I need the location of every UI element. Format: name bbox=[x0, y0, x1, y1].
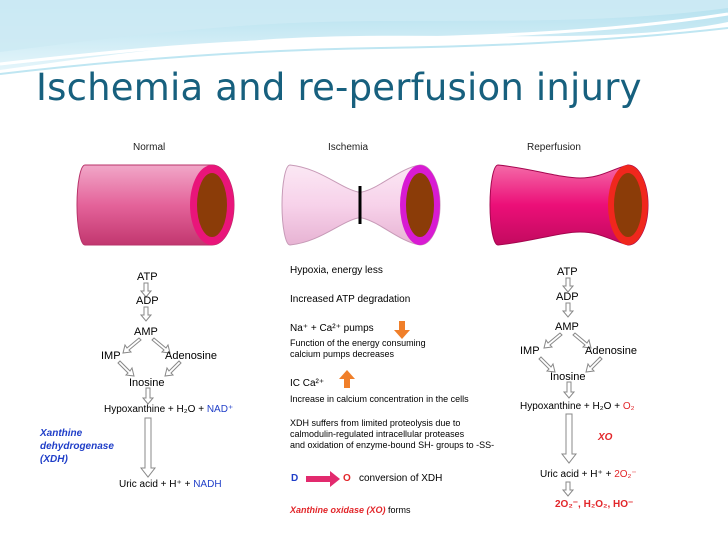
xo-enzyme-label: XO bbox=[598, 432, 613, 443]
left-uric: Uric acid + H⁺ + NADH bbox=[119, 480, 222, 490]
xdh-line2: dehydrogenase bbox=[40, 441, 114, 452]
left-inosine: Inosine bbox=[129, 377, 165, 389]
conversion-text: conversion of XDH bbox=[359, 473, 443, 484]
conversion-arrow-icon bbox=[306, 471, 340, 487]
xdh-desc-2: calmodulin-regulated intracellular prote… bbox=[290, 429, 465, 439]
o2-label: O₂ bbox=[622, 401, 635, 412]
ic-ca-note: IC Ca²⁺ bbox=[290, 378, 325, 389]
ischemia-header: Ischemia bbox=[328, 142, 369, 153]
pumps-desc-2: calcium pumps decreases bbox=[290, 349, 395, 359]
ic-ca-desc: Increase in calcium concentration in the… bbox=[290, 394, 469, 404]
right-hypoxanthine-eq: Hypoxanthine + H₂O + bbox=[520, 401, 623, 412]
left-imp: IMP bbox=[101, 350, 121, 362]
right-uric: Uric acid + H⁺ + 2O₂⁻ bbox=[540, 470, 637, 480]
left-adp: ADP bbox=[136, 295, 159, 307]
left-amp: AMP bbox=[134, 326, 158, 338]
left-uric-eq: Uric acid + H⁺ + bbox=[119, 479, 194, 490]
normal-vessel bbox=[76, 164, 235, 246]
xdh-desc-3: and oxidation of enzyme-bound SH- groups… bbox=[290, 440, 495, 450]
superoxide-label: 2O₂⁻ bbox=[614, 469, 637, 480]
reperfusion-header: Reperfusion bbox=[527, 142, 581, 153]
xo-forms-note: Xanthine oxidase (XO) forms bbox=[290, 506, 411, 515]
right-atp: ATP bbox=[557, 266, 578, 278]
left-adenosine: Adenosine bbox=[165, 350, 217, 362]
slide-title: Ischemia and re-perfusion injury bbox=[36, 66, 642, 109]
right-uric-eq: Uric acid + H⁺ + bbox=[540, 469, 615, 480]
left-hypoxanthine: Hypoxanthine + H₂O + NAD⁺ bbox=[104, 405, 233, 415]
right-amp: AMP bbox=[555, 321, 579, 333]
pumps-note: Na⁺ + Ca²⁺ pumps bbox=[290, 323, 374, 334]
right-adenosine: Adenosine bbox=[585, 345, 637, 357]
decrease-arrow-icon bbox=[394, 321, 410, 339]
right-adp: ADP bbox=[556, 291, 579, 303]
hypoxia-note: Hypoxia, energy less bbox=[290, 265, 383, 276]
right-imp: IMP bbox=[520, 345, 540, 357]
right-inosine: Inosine bbox=[550, 371, 586, 383]
left-hypoxanthine-eq: Hypoxanthine + H₂O + bbox=[104, 404, 207, 415]
nad-label: NAD⁺ bbox=[206, 404, 234, 415]
ischemia-vessel bbox=[281, 164, 441, 246]
xo-forms-black: forms bbox=[385, 505, 411, 515]
xo-forms-red: Xanthine oxidase (XO) bbox=[290, 505, 386, 515]
left-atp: ATP bbox=[137, 271, 158, 283]
conversion-d: D bbox=[291, 473, 299, 484]
normal-header: Normal bbox=[133, 142, 166, 153]
xdh-line1: Xanthine bbox=[40, 428, 83, 439]
right-pathway-arrows bbox=[538, 277, 603, 497]
nadh-label: NADH bbox=[193, 479, 222, 490]
reperfusion-vessel bbox=[489, 164, 649, 246]
conversion-o: O bbox=[343, 473, 351, 484]
ros-products: 2O₂⁻, H₂O₂, HO⁻ bbox=[555, 499, 634, 510]
increase-arrow-icon bbox=[339, 370, 355, 388]
right-hypoxanthine: Hypoxanthine + H₂O + O₂ bbox=[520, 402, 635, 412]
atp-degradation-note: Increased ATP degradation bbox=[290, 294, 411, 305]
xdh-desc-1: XDH suffers from limited proteolysis due… bbox=[290, 418, 461, 428]
left-pathway-arrows bbox=[117, 282, 182, 478]
xdh-line3: (XDH) bbox=[40, 454, 68, 465]
pumps-desc-1: Function of the energy consuming bbox=[290, 338, 426, 348]
